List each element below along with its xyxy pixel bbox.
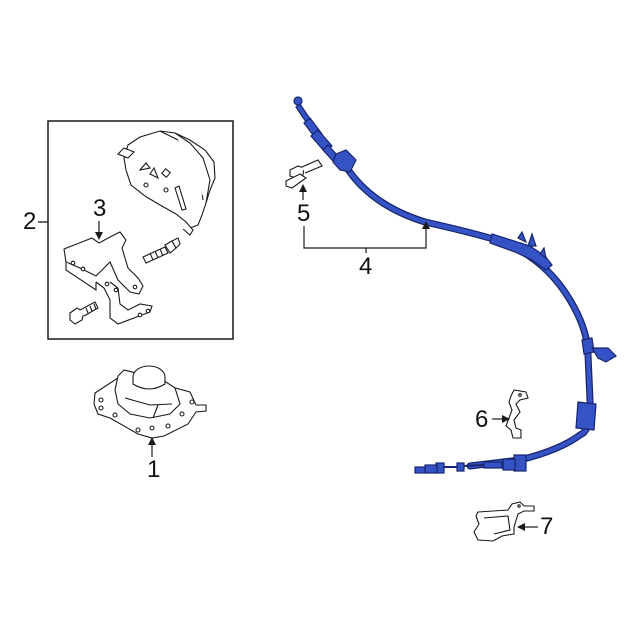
pin-icon [142, 237, 181, 264]
shift-cable-icon [293, 96, 617, 474]
callout-3[interactable]: 3 [92, 195, 108, 222]
mounting-bracket-icon [63, 231, 153, 325]
shifter-assembly-icon [93, 365, 207, 439]
callout-6[interactable]: 6 [474, 406, 490, 433]
callout-1[interactable]: 1 [146, 456, 162, 483]
cable-retainer-icon [473, 501, 535, 542]
bolt-icon [69, 301, 99, 325]
callout-4[interactable]: 4 [358, 253, 374, 280]
cable-bracket-icon [505, 389, 529, 439]
callout-7[interactable]: 7 [539, 513, 555, 540]
shifter-module-housing-icon [117, 130, 216, 236]
group-box-2 [38, 120, 234, 340]
callout-5[interactable]: 5 [296, 200, 312, 227]
callout-4-leader [303, 225, 427, 253]
cable-clip-icon [285, 159, 323, 189]
callout-2[interactable]: 2 [22, 208, 38, 235]
